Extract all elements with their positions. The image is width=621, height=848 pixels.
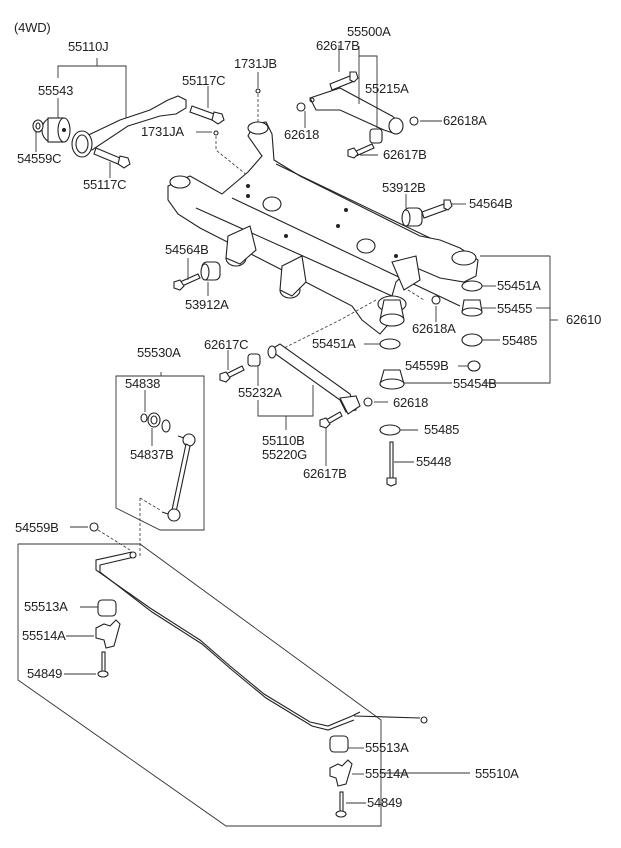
crossmember-62610 bbox=[167, 121, 479, 335]
part-label-55513A-left[interactable]: 55513A bbox=[24, 599, 68, 614]
part-label-55514A-left[interactable]: 55514A bbox=[22, 628, 66, 643]
part-label-62617C[interactable]: 62617C bbox=[204, 337, 249, 352]
mount-55485-top bbox=[461, 333, 483, 347]
nut-62618-top bbox=[296, 102, 306, 112]
part-label-55232A[interactable]: 55232A bbox=[238, 385, 282, 400]
part-label-62618-mid[interactable]: 62618 bbox=[393, 395, 429, 410]
part-label-55485-top[interactable]: 55485 bbox=[502, 333, 538, 348]
part-label-55220G[interactable]: 55220G bbox=[262, 447, 308, 462]
part-label-53912B[interactable]: 53912B bbox=[382, 180, 426, 195]
part-label-62610[interactable]: 62610 bbox=[566, 312, 602, 327]
part-label-62617B-bottom[interactable]: 62617B bbox=[303, 466, 347, 481]
part-label-53912A[interactable]: 53912A bbox=[185, 297, 229, 312]
mount-55451A-right bbox=[461, 280, 483, 292]
part-label-54564B-right[interactable]: 54564B bbox=[469, 196, 513, 211]
stabilizer-bar-55510A bbox=[95, 551, 428, 731]
bushing-55543 bbox=[41, 117, 71, 143]
bolt-62617B-bottom bbox=[319, 411, 343, 429]
variant-label: (4WD) bbox=[14, 20, 51, 35]
nut-62618-mid bbox=[363, 397, 373, 407]
bushing-55455 bbox=[461, 299, 483, 317]
washer-54559B-left bbox=[89, 522, 99, 532]
bracket-55514A-right bbox=[329, 759, 353, 787]
part-label-54849-left[interactable]: 54849 bbox=[27, 666, 63, 681]
bolt-62617B-top bbox=[329, 71, 359, 91]
part-label-55448[interactable]: 55448 bbox=[416, 454, 452, 469]
part-label-55215A[interactable]: 55215A bbox=[365, 81, 409, 96]
part-label-1731JB[interactable]: 1731JB bbox=[234, 56, 277, 71]
mount-55451A-left bbox=[379, 338, 401, 350]
bolt-55448 bbox=[386, 441, 397, 487]
part-label-54837B[interactable]: 54837B bbox=[130, 447, 174, 462]
part-label-55451A-right[interactable]: 55451A bbox=[497, 278, 541, 293]
bushing-53912B bbox=[401, 207, 423, 227]
bushing-55232A bbox=[247, 353, 261, 367]
part-label-54849-right[interactable]: 54849 bbox=[367, 795, 403, 810]
part-label-55510A[interactable]: 55510A bbox=[475, 766, 519, 781]
bushing-55215A bbox=[369, 128, 383, 144]
part-label-55454B[interactable]: 55454B bbox=[453, 376, 497, 391]
bracket-55514A-left bbox=[95, 619, 121, 649]
bushing-55454B bbox=[379, 369, 405, 390]
bolt-54849-right bbox=[335, 791, 347, 818]
bolt-54564B-left bbox=[173, 273, 201, 291]
lateral-arm-55110B bbox=[267, 343, 361, 415]
bolt-55117C-top bbox=[189, 105, 225, 125]
part-label-55110J[interactable]: 55110J bbox=[68, 39, 109, 54]
bolt-54849-left bbox=[97, 651, 109, 678]
part-label-55455[interactable]: 55455 bbox=[497, 301, 533, 316]
bolt-62617C bbox=[219, 365, 245, 383]
bushing-53912A bbox=[200, 261, 221, 281]
part-label-1731JA[interactable]: 1731JA bbox=[141, 124, 184, 139]
bolt-54564B-right bbox=[421, 199, 453, 219]
bolt-62617B-mid bbox=[347, 143, 375, 159]
bushing-55513A-right bbox=[329, 735, 349, 753]
part-label-62618A-mid[interactable]: 62618A bbox=[412, 321, 456, 336]
nut-62618A-top bbox=[409, 116, 419, 126]
part-label-55451A-left[interactable]: 55451A bbox=[312, 336, 356, 351]
part-label-54564B-left[interactable]: 54564B bbox=[165, 242, 209, 257]
part-label-62618-top[interactable]: 62618 bbox=[284, 127, 320, 142]
part-label-62617B-top[interactable]: 62617B bbox=[316, 38, 360, 53]
part-label-54559C[interactable]: 54559C bbox=[17, 151, 62, 166]
bushing-62610-rear bbox=[379, 299, 405, 327]
part-label-55117C-top[interactable]: 55117C bbox=[182, 73, 226, 88]
part-label-55117C-bottom[interactable]: 55117C bbox=[83, 177, 127, 192]
part-label-55514A-right[interactable]: 55514A bbox=[365, 766, 409, 781]
part-label-54838[interactable]: 54838 bbox=[125, 376, 161, 391]
part-label-55543[interactable]: 55543 bbox=[38, 83, 74, 98]
part-label-55485-bottom[interactable]: 55485 bbox=[424, 422, 460, 437]
part-label-55513A-right[interactable]: 55513A bbox=[365, 740, 409, 755]
part-label-54559B-left[interactable]: 54559B bbox=[15, 520, 59, 535]
trailing-arm-55110J bbox=[71, 95, 187, 158]
bushing-55513A-left bbox=[97, 599, 117, 617]
stabilizer-link-55530A bbox=[140, 412, 196, 522]
part-label-55500A[interactable]: 55500A bbox=[347, 24, 391, 39]
washer-54559C bbox=[32, 119, 44, 133]
part-label-55530A[interactable]: 55530A bbox=[137, 345, 181, 360]
part-label-62618A-top[interactable]: 62618A bbox=[443, 113, 487, 128]
washer-54559B-right bbox=[467, 360, 481, 372]
nut-62618A-mid bbox=[431, 295, 441, 305]
bolt-55117C-bottom bbox=[93, 147, 131, 169]
upper-arm-55500A bbox=[309, 87, 404, 135]
part-label-55110B[interactable]: 55110B bbox=[262, 433, 305, 448]
mount-55485-bottom bbox=[379, 424, 401, 436]
part-label-54559B-right[interactable]: 54559B bbox=[405, 358, 449, 373]
part-label-62617B-mid[interactable]: 62617B bbox=[383, 147, 427, 162]
